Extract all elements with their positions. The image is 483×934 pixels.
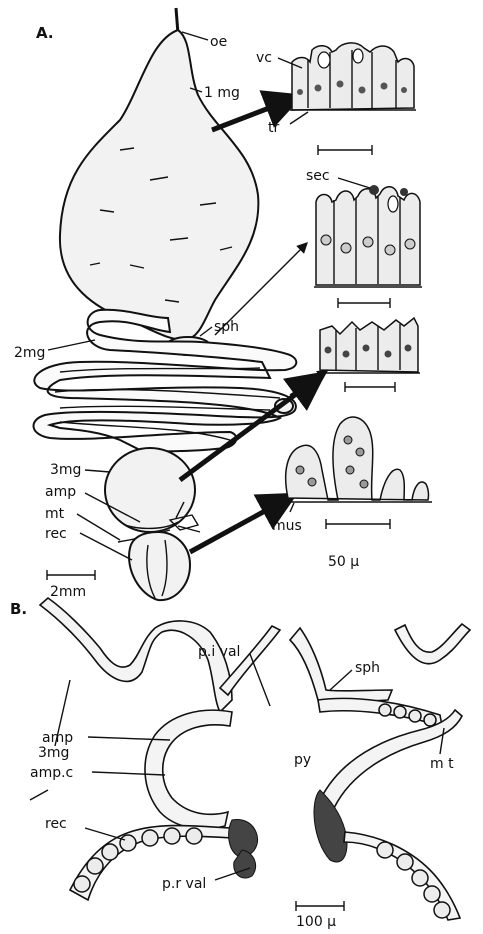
label-sph-b: sph	[355, 660, 380, 676]
third-midgut	[105, 448, 195, 532]
scale-bar-100u	[296, 901, 344, 911]
scale-label-50u: 50 µ	[328, 554, 359, 570]
label-amp-b-visible: amp	[42, 730, 73, 746]
section-third-midgut	[40, 598, 280, 712]
label-mus: mus	[272, 518, 302, 534]
rectum	[129, 532, 190, 600]
panel-a-label: A.	[36, 24, 54, 42]
inset-epithelium-1	[278, 43, 416, 155]
scale-label-2mm: 2mm	[50, 584, 86, 600]
inset-epithelium-4	[285, 417, 432, 529]
label-rec-a: rec	[45, 526, 67, 542]
section-ampulla	[145, 710, 232, 828]
second-midgut	[34, 310, 297, 452]
panel-b-label: B.	[10, 600, 27, 618]
label-mt-b: m t	[430, 756, 454, 772]
scale-label-100u: 100 µ	[296, 914, 336, 930]
label-tr: tr	[268, 120, 279, 136]
label-amp-c: amp.c	[30, 765, 73, 781]
label-oe: oe	[210, 34, 227, 50]
scale-bar-2mm	[47, 570, 95, 580]
label-1mg: 1 mg	[204, 85, 240, 101]
label-py: py	[294, 752, 311, 768]
inset-epithelium-3	[318, 318, 420, 392]
label-3mg-a: 3mg	[50, 462, 81, 478]
label-3mg-b: 3mg	[38, 745, 69, 761]
label-sec: sec	[306, 168, 330, 184]
label-mt-a: mt	[45, 506, 65, 522]
label-amp-a: amp	[45, 484, 76, 500]
label-vc: vc	[256, 50, 272, 66]
first-midgut	[60, 30, 258, 340]
label-2mg: 2mg	[14, 345, 45, 361]
label-pr-val: p.r val	[162, 876, 206, 892]
section-rectum-right	[314, 710, 462, 920]
label-rec-b: rec	[45, 816, 67, 832]
inset-epithelium-2	[314, 178, 422, 308]
label-pi-val: p.i val	[198, 644, 240, 660]
